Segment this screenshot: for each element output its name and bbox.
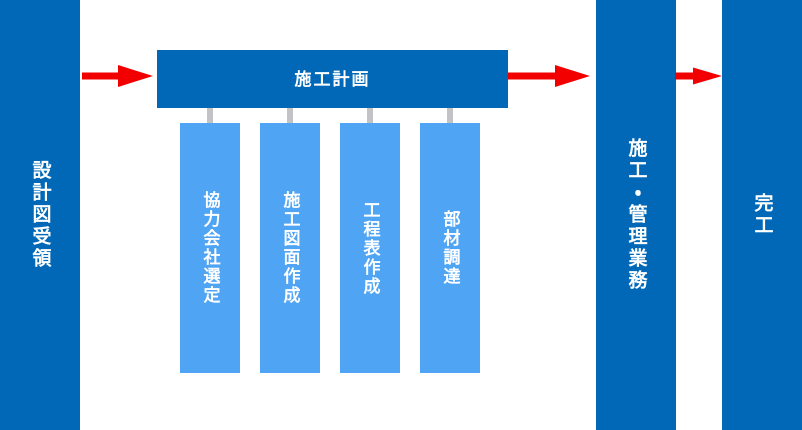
stage-construction-plan-bar: 施工計画 [157,50,508,108]
stage-construction-management-bar: 施工・管理業務 [596,0,676,430]
stage-design-receipt-label: 設計図受領 [29,160,51,270]
subtask-schedule-creation: 工程表作成 [340,123,400,373]
stage-completion-label: 完工 [751,193,773,237]
stage-design-receipt-bar: 設計図受領 [0,0,80,430]
subtask-construction-drawing-creation: 施工図面作成 [260,123,320,373]
connector-line [207,108,213,123]
subtask-material-procurement: 部材調達 [420,123,480,373]
stage-construction-plan-label: 施工計画 [294,69,371,89]
arrow-right-icon [508,65,590,87]
stage-completion-bar: 完工 [722,0,802,430]
subtask-label: 施工図面作成 [280,191,300,305]
arrow-right-icon [82,65,153,87]
connector-line [447,108,453,123]
subtask-label: 部材調達 [440,210,460,286]
connector-line [367,108,373,123]
arrow-right-icon [675,67,722,85]
subtask-label: 工程表作成 [360,200,380,296]
subtask-partner-company-selection: 協力会社選定 [180,123,240,373]
stage-construction-management-label: 施工・管理業務 [625,138,647,292]
subtask-label: 協力会社選定 [200,191,220,305]
connector-line [287,108,293,123]
